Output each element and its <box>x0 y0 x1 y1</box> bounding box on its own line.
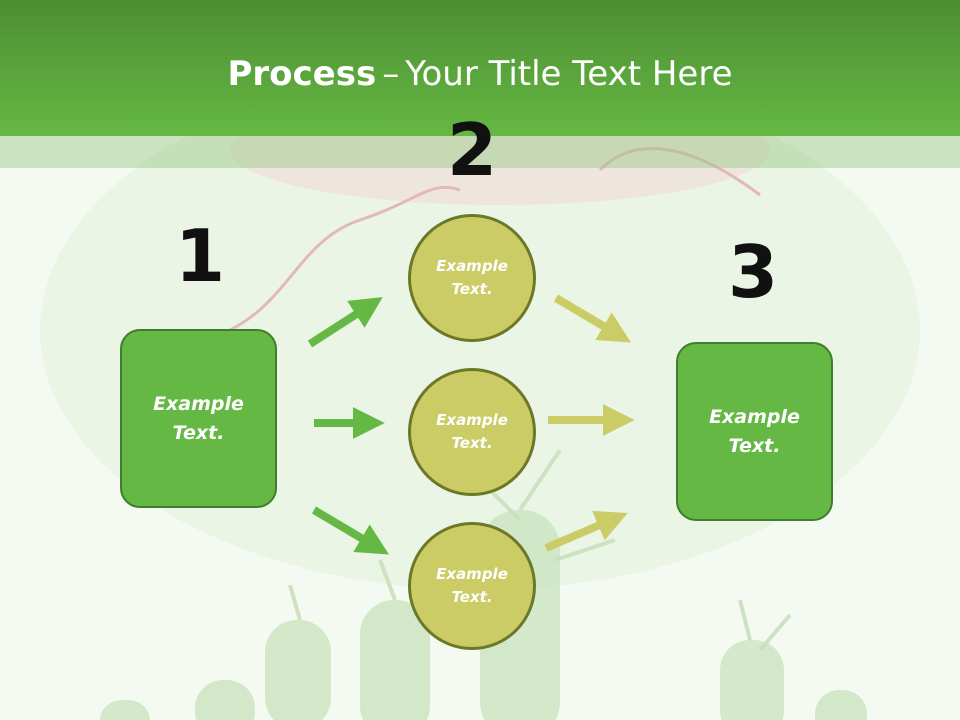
step-2-circle-top: Example Text. <box>408 214 536 342</box>
step-2-text-top: Example Text. <box>436 257 508 298</box>
banner-underlay <box>0 136 960 168</box>
step-2-text-bottom: Example Text. <box>436 565 508 606</box>
title-banner <box>0 0 960 136</box>
arrow-2a-to-3 <box>553 294 632 343</box>
title-rest: Your Title Text Here <box>405 54 733 94</box>
title-bold: Process <box>227 54 377 94</box>
arrow-1-to-2a <box>307 297 383 348</box>
step-number-3: 3 <box>727 230 779 314</box>
step-number-2: 2 <box>446 108 498 192</box>
step-2-circle-bottom: Example Text. <box>408 522 536 650</box>
step-number-1: 1 <box>174 214 226 298</box>
step-1-box: Example Text. <box>120 329 277 508</box>
arrow-2c-to-3 <box>544 510 628 552</box>
step-3-text: Example Text. <box>709 405 800 457</box>
step-1-text: Example Text. <box>153 392 244 444</box>
step-2-circle-middle: Example Text. <box>408 368 536 496</box>
title-separator: – <box>382 54 400 94</box>
arrow-1-to-2c <box>311 506 390 555</box>
step-2-text-middle: Example Text. <box>436 411 508 452</box>
step-3-box: Example Text. <box>676 342 833 521</box>
slide-title: Process–Your Title Text Here <box>0 52 960 96</box>
